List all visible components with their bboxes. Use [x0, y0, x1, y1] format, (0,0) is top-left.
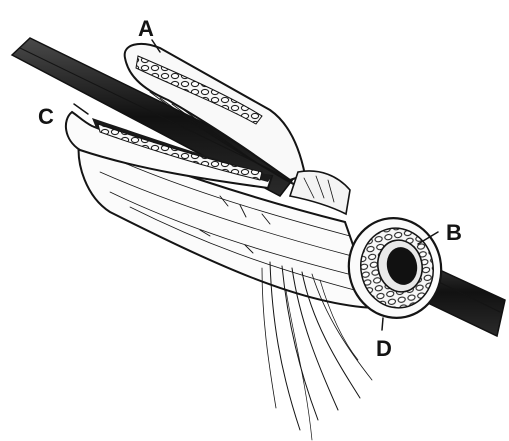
label-b: B — [446, 220, 462, 245]
label-c: C — [38, 104, 54, 129]
gathered-collar — [290, 171, 350, 214]
label-d: D — [376, 336, 392, 361]
cut-end-cross-section — [340, 210, 451, 327]
label-a: A — [138, 16, 154, 41]
